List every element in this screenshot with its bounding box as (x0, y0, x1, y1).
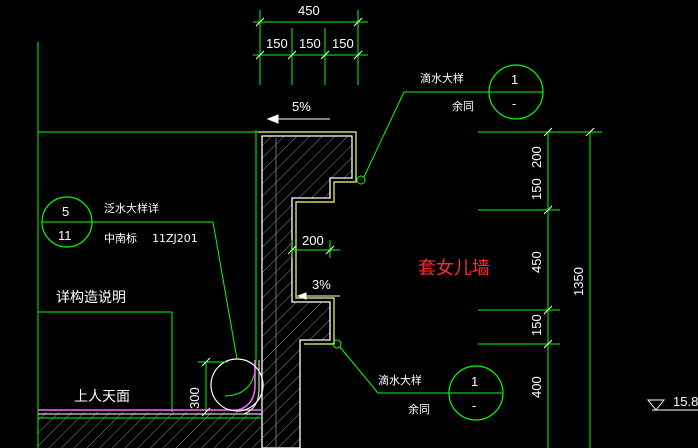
parapet-title: 套女儿墙 (418, 258, 490, 279)
callout-top-number: 1 (511, 72, 518, 87)
callout-bottom-leader (332, 339, 450, 394)
waterproof-layer (258, 131, 357, 345)
dim-right-d2: 150 (529, 178, 544, 200)
callout-top-leader (356, 91, 490, 185)
mid-dimension (287, 240, 340, 258)
dim-right-d5: 400 (529, 376, 544, 398)
dim-right-d3: 450 (529, 251, 544, 273)
slope-mid-arrow (296, 292, 340, 300)
callout-top-sheet: - (512, 96, 516, 111)
dim-right-d4: 150 (529, 314, 544, 336)
roof-label: 上人天面 (74, 389, 130, 405)
callout-left-leader (92, 221, 238, 360)
dim-right-d1: 200 (529, 146, 544, 168)
detail-note-label: 详构造说明 (56, 290, 126, 306)
callout-left-code: 11ZJ201 (152, 232, 198, 245)
parapet-wall-section (261, 135, 353, 448)
callout-top-title: 滴水大样 (420, 71, 464, 85)
callout-top-note: 余同 (452, 99, 474, 113)
callout-bottom-sheet: - (472, 398, 476, 413)
dim-300-lines (198, 357, 228, 417)
callout-left-sheet: 11 (58, 228, 72, 243)
dim-top-seg3: 150 (332, 36, 354, 51)
dim-top-total: 450 (298, 3, 320, 18)
roof-slab (38, 358, 264, 448)
callout-left-number: 5 (62, 204, 69, 219)
elevation-label: 15.8 (673, 394, 698, 409)
callout-bottom-note: 余同 (408, 402, 430, 416)
callout-left-title: 泛水大样详 (104, 201, 159, 215)
dim-right-total: 1350 (571, 267, 586, 296)
callout-bottom-title: 滴水大样 (378, 373, 422, 387)
top-dimension-chain (253, 10, 368, 85)
callout-left-ref: 中南标 (104, 231, 137, 245)
callout-bottom-number: 1 (471, 374, 478, 389)
slope-top-label: 5% (292, 99, 311, 114)
dim-top-seg2: 150 (299, 36, 321, 51)
elevation-marker (646, 399, 698, 411)
parapet-wall (224, 130, 357, 448)
dim-mid: 200 (302, 233, 324, 248)
slope-top-arrow (266, 114, 330, 124)
slope-mid-label: 3% (312, 277, 331, 292)
guide-lines (37, 42, 258, 448)
dim-300: 300 (187, 387, 202, 409)
right-dimension-chain (478, 127, 602, 448)
dim-top-seg1: 150 (266, 36, 288, 51)
